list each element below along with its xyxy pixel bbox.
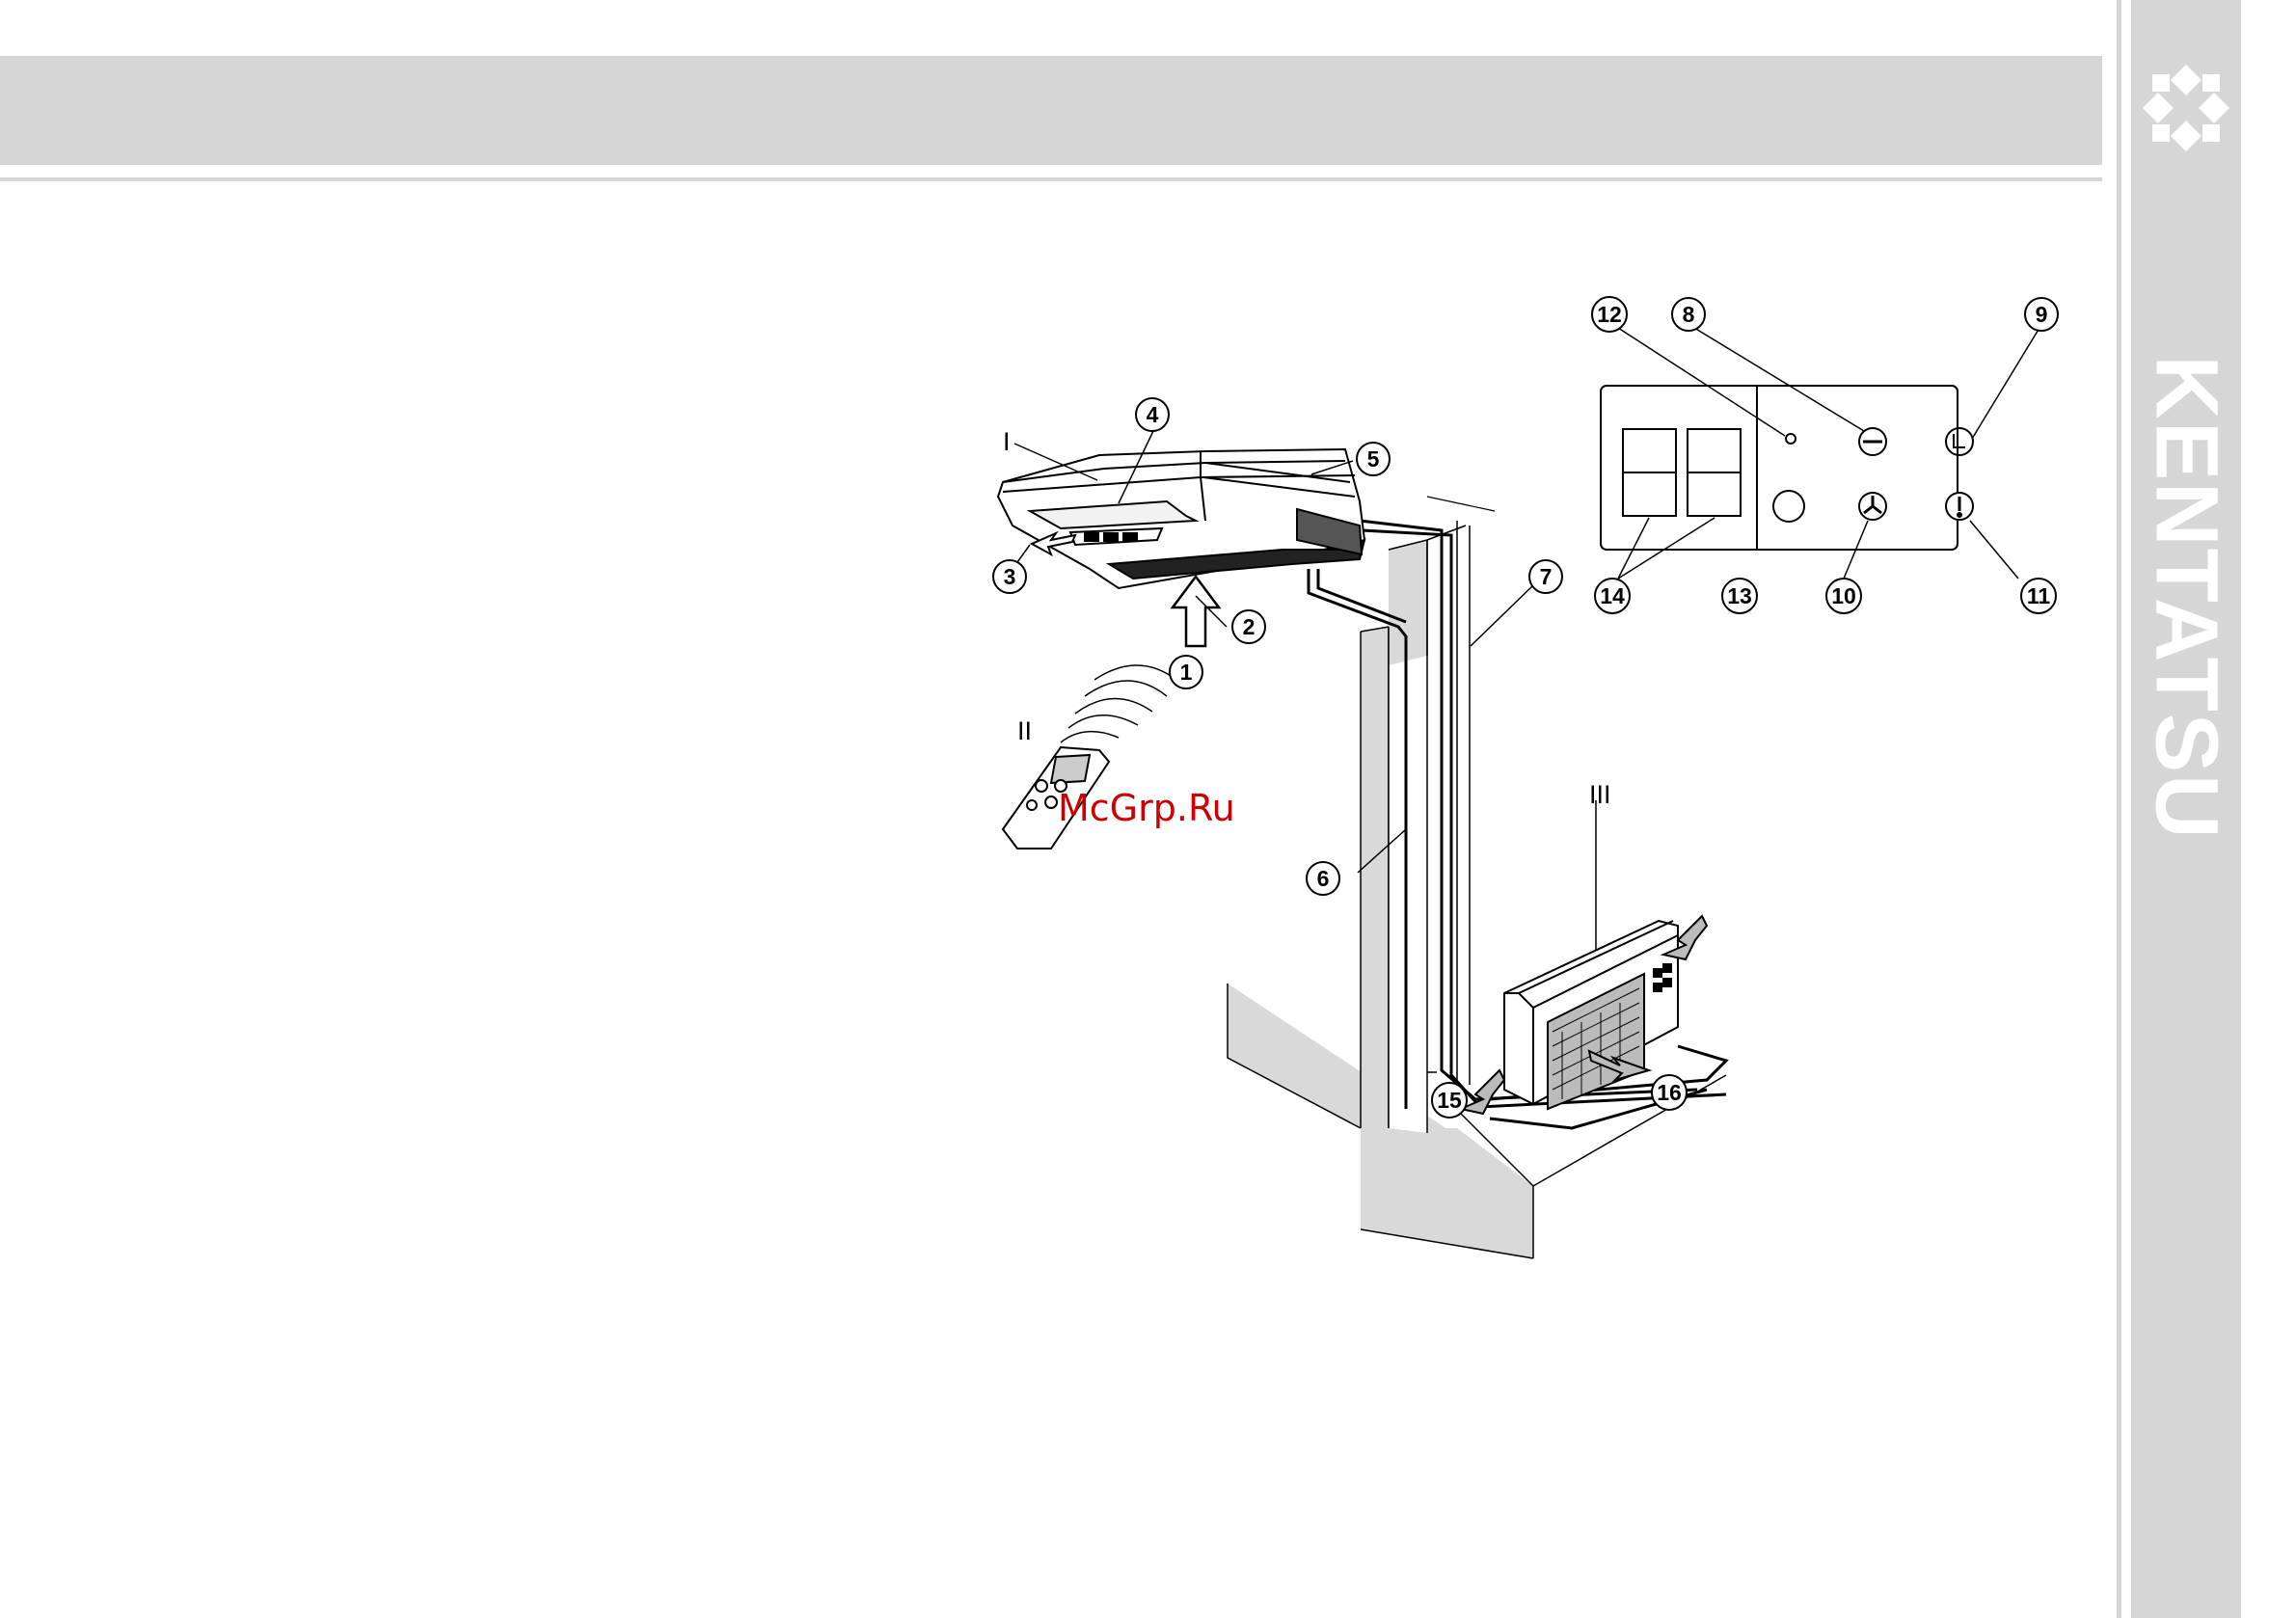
callout-7: 7 — [1529, 560, 1562, 593]
svg-text:8: 8 — [1683, 302, 1695, 327]
svg-text:11: 11 — [2027, 583, 2051, 608]
callout-8: 8 — [1672, 298, 1705, 331]
svg-text:4: 4 — [1147, 402, 1159, 427]
svg-text:2: 2 — [1243, 614, 1256, 639]
svg-text:5: 5 — [1367, 446, 1380, 472]
watermark: McGrp.Ru — [1058, 787, 1235, 829]
svg-text:10: 10 — [1831, 583, 1856, 608]
callout-1: 1 — [1170, 656, 1202, 688]
callout-10: 10 — [1826, 579, 1861, 613]
callout-16: 16 — [1652, 1075, 1687, 1110]
callout-13: 13 — [1722, 579, 1757, 613]
svg-text:3: 3 — [1004, 564, 1016, 589]
callout-15: 15 — [1432, 1083, 1467, 1118]
label-outdoor-unit: III — [1589, 780, 1611, 809]
label-remote-control: II — [1017, 716, 1032, 745]
callout-3: 3 — [993, 560, 1026, 593]
svg-text:9: 9 — [2036, 302, 2048, 327]
svg-text:16: 16 — [1657, 1080, 1682, 1105]
callout-6: 6 — [1307, 862, 1339, 895]
svg-text:7: 7 — [1540, 564, 1553, 589]
svg-text:13: 13 — [1727, 583, 1752, 608]
indoor-control-panel — [1601, 386, 1973, 550]
callout-4: 4 — [1136, 398, 1169, 431]
label-indoor-unit: I — [1003, 427, 1011, 456]
callout-2: 2 — [1232, 610, 1265, 643]
callout-12: 12 — [1592, 297, 1627, 332]
svg-text:15: 15 — [1437, 1088, 1462, 1113]
svg-text:6: 6 — [1317, 866, 1330, 891]
wall-structure — [1228, 497, 1726, 1258]
indoor-unit — [998, 449, 1364, 588]
svg-text:14: 14 — [1600, 583, 1625, 608]
svg-text:12: 12 — [1597, 302, 1622, 327]
callout-5: 5 — [1357, 443, 1390, 475]
svg-text:1: 1 — [1180, 660, 1193, 685]
callout-14: 14 — [1595, 579, 1630, 613]
callout-11: 11 — [2021, 579, 2056, 613]
callout-9: 9 — [2025, 298, 2058, 331]
